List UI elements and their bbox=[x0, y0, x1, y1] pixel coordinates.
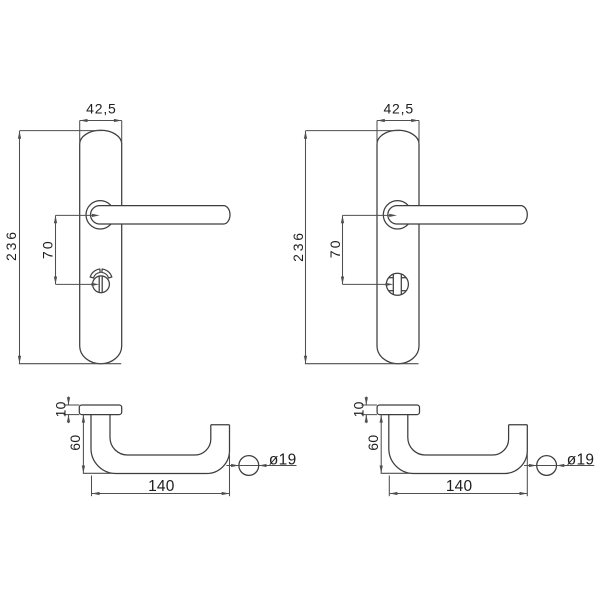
svg-text:ø19: ø19 bbox=[567, 452, 595, 469]
svg-text:140: 140 bbox=[148, 478, 175, 495]
svg-text:140: 140 bbox=[446, 478, 473, 495]
svg-text:42,5: 42,5 bbox=[383, 101, 413, 117]
svg-text:ø19: ø19 bbox=[269, 452, 297, 469]
svg-text:236: 236 bbox=[290, 230, 306, 262]
svg-text:42,5: 42,5 bbox=[86, 101, 116, 117]
svg-text:10: 10 bbox=[53, 401, 69, 417]
svg-text:236: 236 bbox=[3, 229, 19, 261]
svg-text:70: 70 bbox=[327, 238, 343, 258]
svg-text:60: 60 bbox=[365, 435, 381, 451]
svg-text:10: 10 bbox=[350, 401, 366, 417]
svg-text:70: 70 bbox=[40, 239, 56, 259]
svg-text:60: 60 bbox=[67, 435, 83, 451]
